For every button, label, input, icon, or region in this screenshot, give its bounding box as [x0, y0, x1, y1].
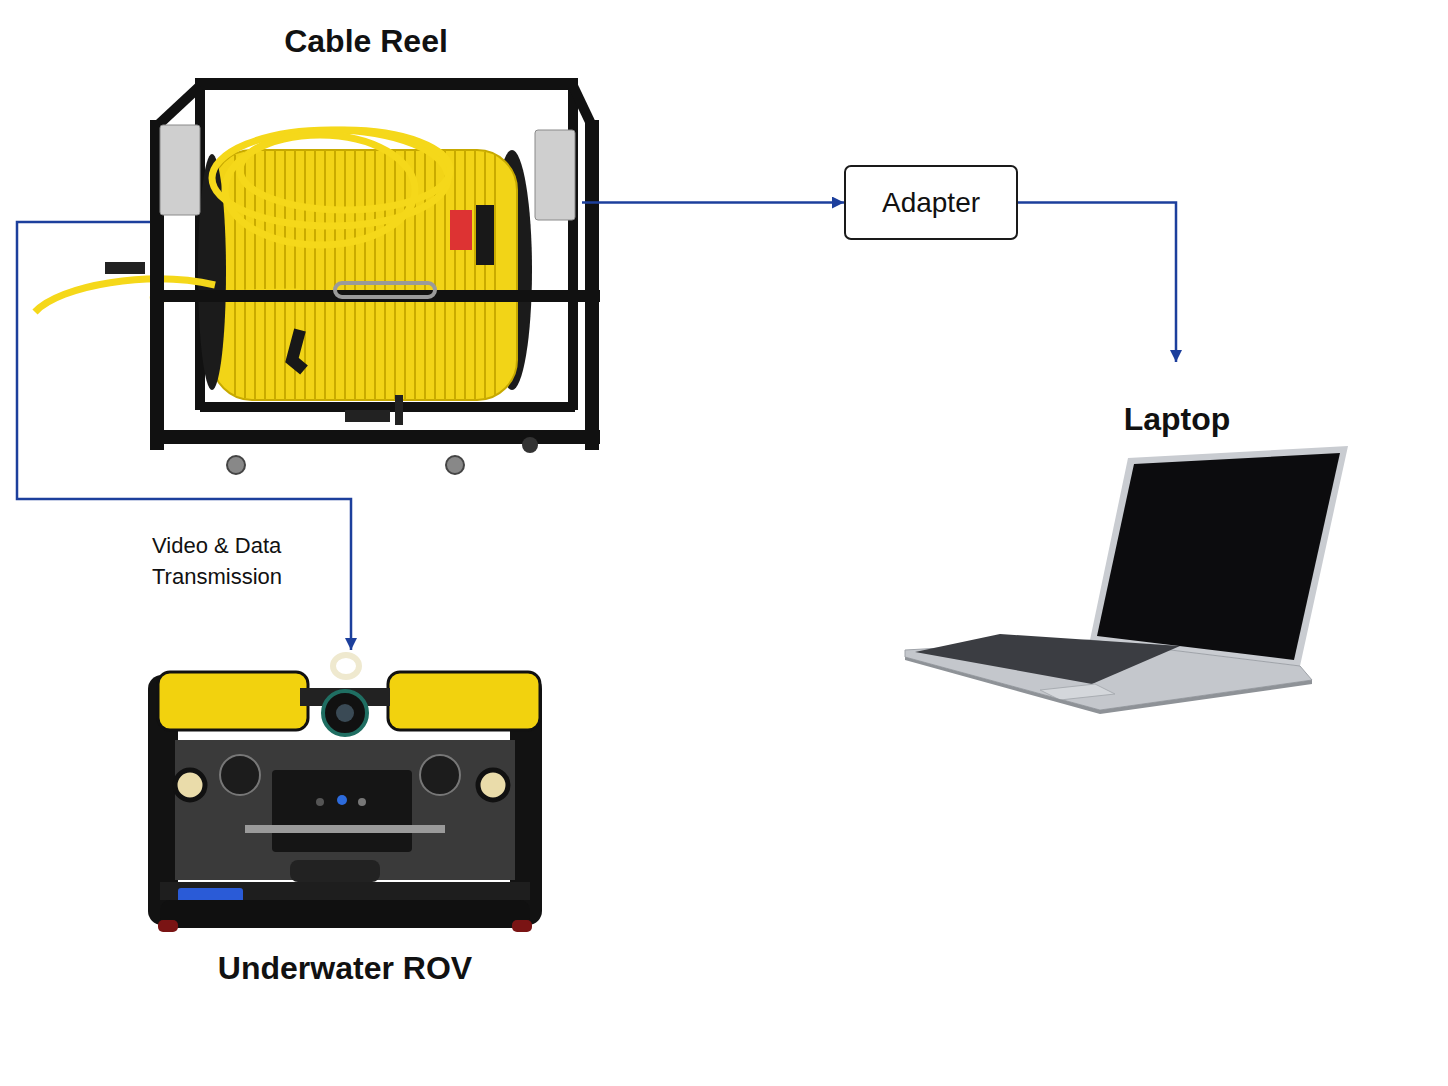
rov-illustration-part [316, 798, 324, 806]
loose-cable-part [225, 135, 415, 245]
cable-coils-part [314, 150, 316, 400]
rov-illustration-part [358, 798, 366, 806]
node-heading: Cable Reel [284, 22, 448, 60]
rov-illustration-part [478, 770, 508, 800]
device-node: Underwater ROV [145, 650, 545, 995]
rov-illustration-part [336, 704, 354, 722]
node-label: Adapter [882, 186, 980, 220]
rov-illustration [148, 655, 542, 932]
cable-reel-illustration [35, 78, 600, 474]
rov-illustration-part [245, 825, 445, 833]
cable-coils-part [354, 150, 356, 400]
cable-coils-part [274, 150, 276, 400]
cable-coils-part [384, 150, 386, 400]
rov-illustration-part [323, 691, 367, 735]
cable-coils-part [244, 152, 246, 398]
cable-coils-part [464, 150, 466, 400]
cable-reel-illustration-part [450, 210, 472, 250]
cable-coils-part [374, 150, 376, 400]
rov-illustration-part [160, 900, 530, 928]
cable-coils-part [334, 150, 336, 400]
cable-reel-illustration-part [195, 78, 578, 90]
flow-arrow [17, 222, 351, 650]
laptop-illustration [905, 446, 1348, 714]
laptop-illustration-part [1090, 446, 1348, 666]
edge-label: Video & Data Transmission [152, 530, 322, 592]
laptop-illustration-part [905, 657, 1312, 714]
cable-coils-part [364, 150, 366, 400]
flow-arrow [582, 201, 844, 204]
rov-illustration-part [337, 795, 347, 805]
cable-reel-illustration-part [345, 410, 390, 422]
rov-illustration-part [158, 920, 178, 932]
cable-reel-illustration-part [227, 456, 245, 474]
cable-coils-part [424, 150, 426, 400]
node-heading: Laptop [1124, 400, 1231, 438]
rov-illustration-part [420, 755, 460, 795]
cable-coils-part [404, 150, 406, 400]
rov-illustration-part [512, 920, 532, 932]
flow-arrow [1018, 203, 1176, 363]
cable-coils-part [324, 150, 326, 400]
cable-reel-illustration-part [535, 130, 575, 220]
cable-coils-part [344, 150, 346, 400]
cable-coils-part [494, 155, 496, 395]
cable-reel-illustration-part [395, 395, 403, 425]
rov-illustration-part [388, 672, 540, 730]
cable-reel-illustration-part [105, 262, 145, 274]
cable-coils-part [394, 150, 396, 400]
rov-illustration-part [272, 770, 412, 852]
cable-coils-part [264, 150, 266, 400]
cable-reel-illustration-part [585, 120, 599, 450]
cable-coils [235, 150, 495, 400]
cable-coils-part [474, 151, 476, 399]
rov-illustration-part [175, 740, 515, 880]
cable-reel-illustration-part [522, 437, 538, 453]
rov-illustration-part [220, 755, 260, 795]
cable-coils-part [234, 155, 236, 395]
rov-illustration-part [290, 860, 380, 882]
device-node: Cable Reel [150, 22, 582, 475]
cable-reel-illustration-part [446, 456, 464, 474]
process-box: Adapter [844, 165, 1018, 240]
laptop-illustration-part [1097, 453, 1340, 660]
cable-reel-illustration-part [212, 150, 517, 400]
cable-reel-illustration-part [476, 205, 494, 265]
cable-coils-part [484, 152, 486, 398]
node-heading: Underwater ROV [218, 949, 472, 987]
cable-reel-illustration-part [292, 330, 304, 370]
loose-cable [35, 130, 450, 312]
cable-reel-illustration-part [160, 125, 200, 215]
laptop-illustration-part [915, 634, 1180, 684]
rov-illustration-part [158, 672, 308, 730]
device-node: Laptop [1090, 362, 1264, 442]
rov-illustration-part [333, 655, 359, 677]
cable-reel-illustration-part [335, 283, 435, 297]
cable-coils-part [454, 150, 456, 400]
rov-illustration-part [175, 770, 205, 800]
